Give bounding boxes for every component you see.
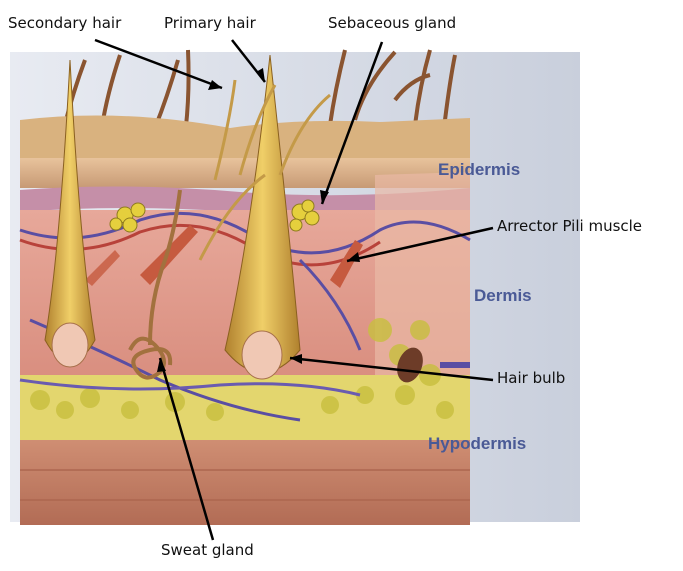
label-secondary-hair: Secondary hair — [8, 14, 121, 32]
label-hair-bulb: Hair bulb — [497, 369, 565, 387]
label-arrector-pili: Arrector Pili muscle — [497, 217, 642, 235]
label-hypodermis: Hypodermis — [428, 434, 526, 454]
label-primary-hair: Primary hair — [164, 14, 256, 32]
label-sebaceous-gland: Sebaceous gland — [328, 14, 456, 32]
deep-tissue — [20, 440, 470, 525]
label-sweat-gland: Sweat gland — [161, 541, 254, 559]
label-dermis: Dermis — [474, 286, 532, 306]
label-epidermis: Epidermis — [438, 160, 520, 180]
